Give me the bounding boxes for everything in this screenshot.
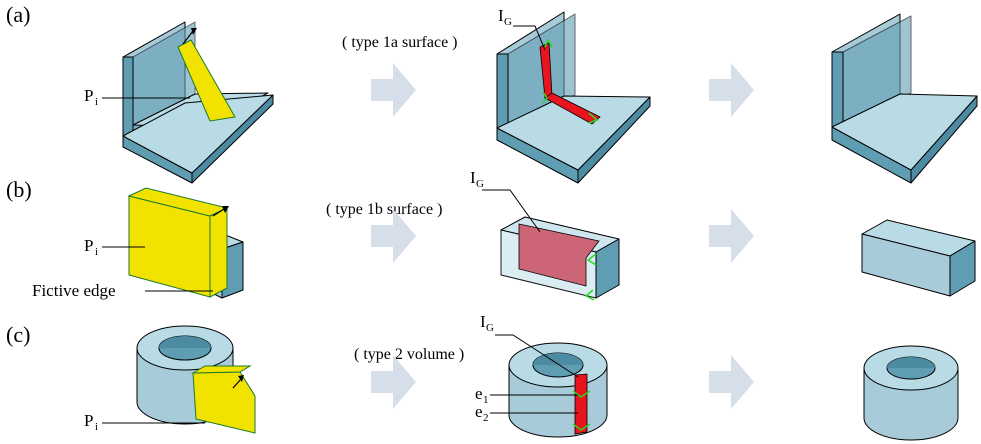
row-b-plane-label: P xyxy=(84,236,93,255)
row-a-edge-marker xyxy=(542,91,548,104)
row-c-cutting-plane xyxy=(192,371,256,434)
row-a-caption: ( type 1a surface ) xyxy=(342,34,458,51)
row-c-intersection-label: I xyxy=(480,312,486,331)
row-c-process-arrow xyxy=(709,355,754,409)
row-c-process-arrow xyxy=(371,355,416,409)
arrowhead-icon xyxy=(222,206,229,213)
row-c-intersection-sub: G xyxy=(486,322,494,334)
row-b-intersection-sub: G xyxy=(476,178,484,190)
arrowhead-icon xyxy=(191,28,197,35)
row-a-edge-marker xyxy=(588,112,599,124)
row-c-edge2-sub: 2 xyxy=(483,412,489,424)
row-a-result-solid xyxy=(831,13,978,184)
row-b-cutting-plane-side xyxy=(209,207,228,298)
row-c-plane-label: P xyxy=(84,411,93,430)
row-c-caption: ( type 2 volume ) xyxy=(354,346,464,363)
row-a-intersection-sub: G xyxy=(504,16,512,28)
row-c-cutting-plane-top xyxy=(191,365,252,374)
row-b-edge-marker xyxy=(586,253,597,266)
row-a-label: (a) xyxy=(6,2,30,27)
row-c-edge1-label: e xyxy=(475,384,483,403)
row-a-process-arrow xyxy=(371,63,416,117)
row-c-edge-marker xyxy=(572,423,591,431)
row-a-intermediate-solid xyxy=(496,11,651,184)
row-a-intersection-label: I xyxy=(498,6,504,25)
row-b-intersection-leader xyxy=(482,189,541,233)
row-a-cutting-plane xyxy=(177,39,236,122)
row-b-edge-marker xyxy=(584,289,595,301)
row-b-plane-sub: i xyxy=(95,246,98,258)
row-a-intersection-leader xyxy=(513,25,546,51)
row-a-edge-marker xyxy=(544,38,553,48)
row-c-label: (c) xyxy=(6,322,30,347)
row-a-input-solid xyxy=(122,21,274,184)
row-b-intersection-section xyxy=(518,223,600,287)
row-c-normal-arrow xyxy=(232,378,242,389)
row-c-edge2-label: e xyxy=(475,402,483,421)
row-a-normal-arrow xyxy=(182,30,194,45)
row-b-process-arrow xyxy=(709,209,754,263)
row-b-result-solid xyxy=(861,219,976,297)
row-c-result-solid xyxy=(863,345,959,441)
row-b-caption: ( type 1b surface ) xyxy=(326,201,442,218)
row-a-plane-label: P xyxy=(84,86,93,105)
row-b-process-arrow xyxy=(371,209,416,263)
row-b-normal-arrow xyxy=(212,208,225,217)
row-a-intersection-horizontal xyxy=(544,92,601,125)
row-b-fictive-edge-label: Fictive edge xyxy=(32,281,116,300)
row-c-intermediate-solid xyxy=(508,342,608,438)
row-a-plane-sub: i xyxy=(95,96,98,108)
row-c-edge1-sub: 1 xyxy=(483,394,489,406)
row-c-intersection-section xyxy=(574,373,588,435)
row-c-plane-sub: i xyxy=(95,421,98,433)
row-b-label: (b) xyxy=(6,177,32,202)
arrowhead-icon xyxy=(238,375,244,382)
row-b-intersection-label: I xyxy=(470,168,476,187)
row-c-intersection-leader xyxy=(495,334,579,378)
row-c-edge-marker xyxy=(572,390,591,398)
row-a-process-arrow xyxy=(709,63,754,117)
